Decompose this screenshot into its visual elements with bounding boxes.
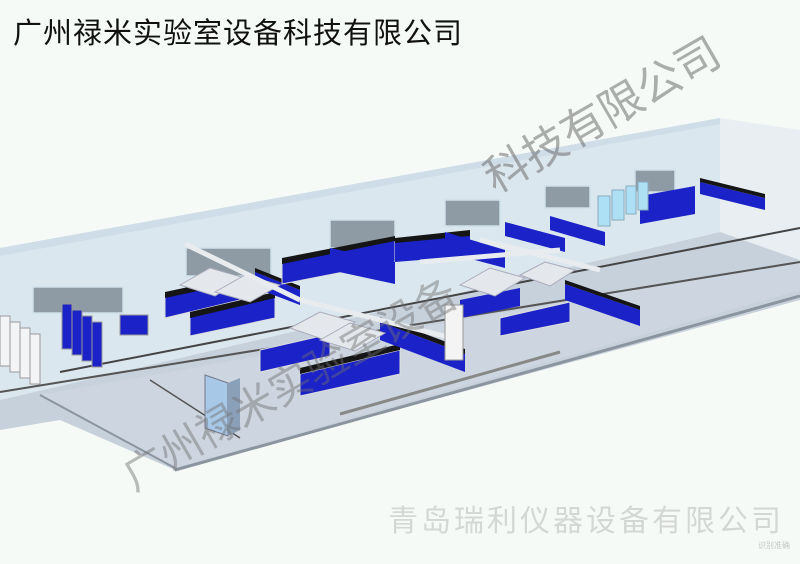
fume-hoods	[178, 261, 577, 352]
watermark-corner: 识别准确	[758, 541, 790, 550]
windows	[32, 169, 676, 314]
ducts	[183, 237, 601, 343]
glass-cabinets	[597, 181, 649, 227]
watermark-bottom: 青岛瑞利仪器设备有限公司	[388, 504, 784, 539]
left-cabinets	[0, 303, 149, 385]
company-title: 广州禄米实验室设备科技有限公司	[13, 16, 464, 50]
lab-benches	[164, 178, 765, 397]
